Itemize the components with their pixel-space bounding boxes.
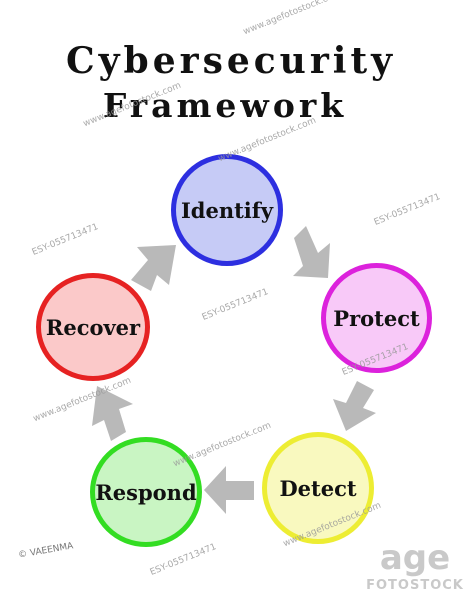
arrow-protect-to-detect — [333, 381, 376, 431]
arrow-recover-to-identify — [131, 245, 176, 291]
identify-node: Identify — [171, 154, 283, 266]
arrow-identify-to-protect — [293, 226, 330, 278]
recover-node: Recover — [36, 273, 150, 381]
detect-label: Detect — [279, 475, 357, 501]
diagram-title-line2: Framework — [102, 86, 348, 125]
diagram-title-line1: Cybersecurity — [65, 40, 397, 82]
identify-label: Identify — [180, 197, 274, 223]
svg-text:FOTOSTOCK: FOTOSTOCK — [366, 578, 464, 593]
recover-label: Recover — [45, 314, 141, 340]
protect-label: Protect — [333, 305, 420, 331]
arrow-detect-to-respond — [204, 466, 254, 514]
svg-text:age: age — [380, 538, 450, 578]
respond-node: Respond — [90, 437, 202, 547]
respond-label: Respond — [95, 479, 197, 505]
protect-node: Protect — [321, 263, 432, 373]
detect-node: Detect — [262, 432, 374, 544]
arrow-respond-to-recover — [92, 386, 133, 441]
agefotostock-logo: age FOTOSTOCK — [360, 535, 470, 597]
